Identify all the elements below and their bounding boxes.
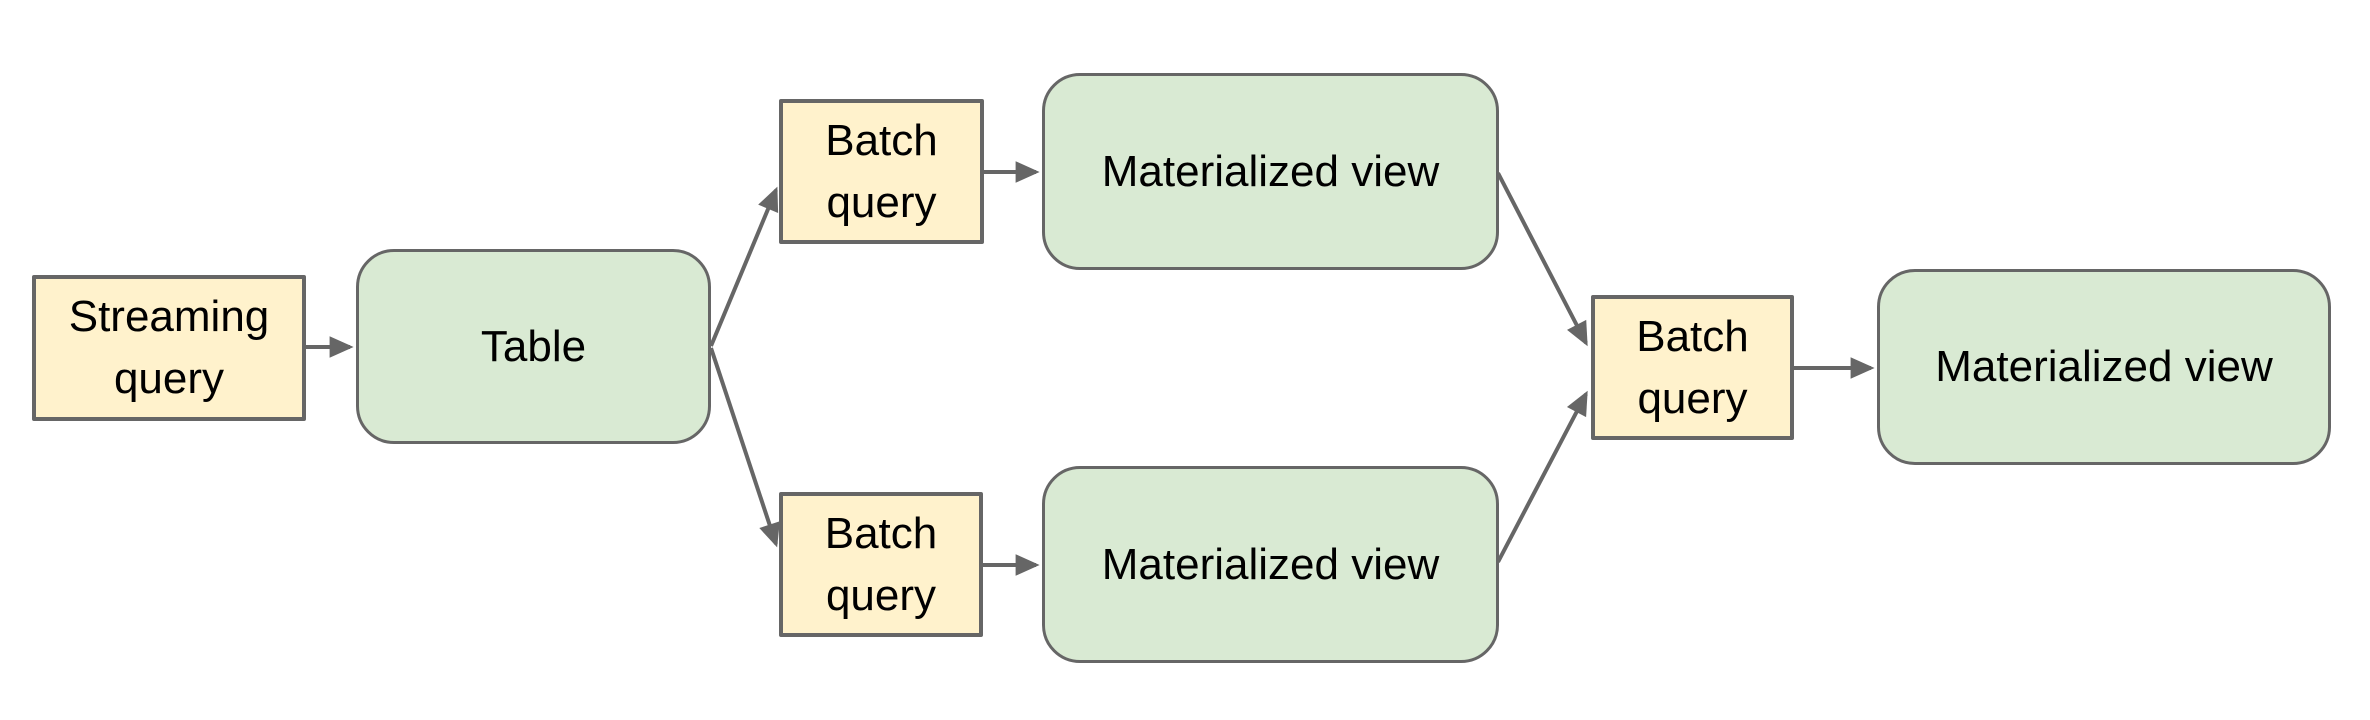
node-table-label: Table	[480, 321, 587, 371]
node-batch-query-top-label: Batch query	[825, 115, 938, 227]
node-materialized-view-final: Materialized view	[1877, 269, 2331, 465]
node-materialized-view-final-label: Materialized view	[1935, 342, 2273, 392]
node-materialized-view-top-label: Materialized view	[1101, 146, 1440, 196]
node-batch-query-bottom: Batch query	[779, 492, 983, 637]
node-materialized-view-bottom-label: Materialized view	[1101, 539, 1440, 589]
edge-view-top-to-batch-query-merge	[1496, 172, 1588, 347]
edge-table-to-batch-query-bottom	[709, 347, 780, 548]
node-batch-query-merge-label: Batch query	[1636, 311, 1749, 423]
edge-view-bottom-to-batch-query-merge	[1496, 390, 1588, 563]
node-materialized-view-bottom: Materialized view	[1042, 466, 1499, 663]
node-batch-query-merge: Batch query	[1591, 295, 1794, 440]
edge-table-to-batch-query-top	[709, 186, 779, 347]
node-table: Table	[356, 249, 711, 444]
node-streaming-query: Streaming query	[32, 275, 306, 421]
node-materialized-view-top: Materialized view	[1042, 73, 1499, 270]
node-streaming-query-label: Streaming query	[68, 292, 270, 403]
node-batch-query-bottom-label: Batch query	[824, 508, 938, 620]
node-batch-query-top: Batch query	[779, 99, 984, 244]
